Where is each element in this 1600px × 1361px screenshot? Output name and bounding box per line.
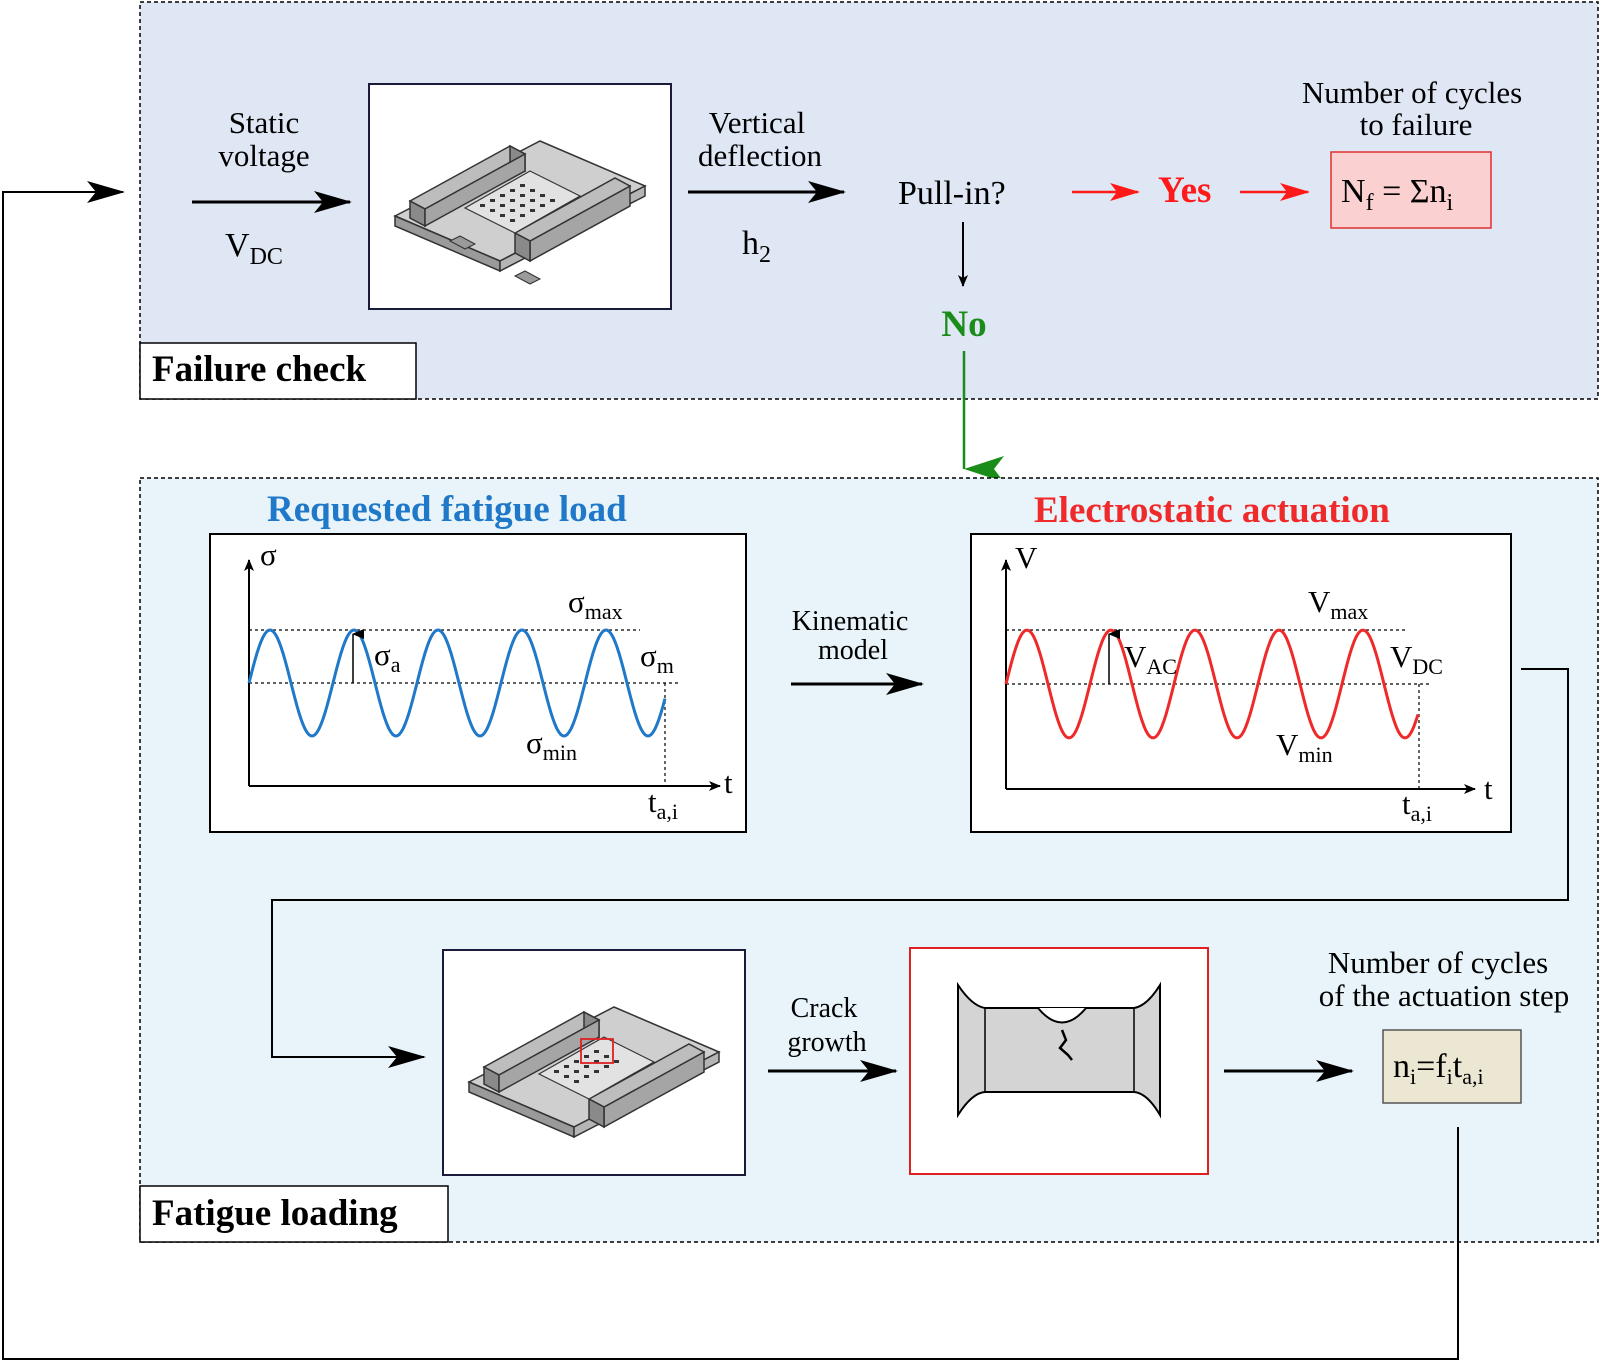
stress-y-label: σ (260, 537, 277, 572)
vdc-symbol: VDC (225, 227, 283, 270)
step-cycles-label: Number of cycles (1328, 945, 1548, 980)
cracked-specimen-illustration (957, 981, 1161, 1119)
feedback-loop-connector (2, 181, 1459, 1360)
ni-formula: ni=fita,i (1393, 1048, 1484, 1089)
loaded-mems-device-illustration (467, 1006, 721, 1139)
sigma-m-label: σm (640, 638, 674, 678)
voltage-plot-box (970, 533, 1512, 833)
sigma-a-label: σa (374, 637, 401, 677)
voltage-y-label: V (1015, 540, 1038, 575)
static-voltage-label: Static (229, 105, 300, 140)
actuation-to-device-connector (271, 668, 1569, 1068)
nf-formula-box (1330, 151, 1492, 229)
kinematic-label: Kinematic (792, 606, 909, 637)
electrostatic-actuation-title: Electrostatic actuation (1034, 490, 1390, 531)
cycles-to-failure-label: Number of cycles (1302, 75, 1522, 110)
sigma-max-label: σmax (568, 584, 623, 624)
vertical-deflection-label: Vertical (709, 105, 805, 140)
yes-label: Yes (1158, 170, 1211, 211)
voltage-wave (1004, 628, 1420, 740)
stress-t-end-label: ta,i (648, 784, 678, 824)
v-max-label: Vmax (1308, 584, 1368, 624)
ni-formula-box (1382, 1029, 1522, 1104)
static-voltage-label-2: voltage (218, 138, 309, 173)
voltage-x-label: t (1484, 771, 1493, 806)
failure-check-label: Failure check (152, 349, 367, 390)
voltage-t-end-label: ta,i (1402, 786, 1432, 826)
crack-location-marker (580, 1038, 614, 1064)
vertical-deflection-label-2: deflection (698, 138, 822, 173)
no-label: No (941, 304, 986, 345)
mems-device-illustration (393, 140, 647, 285)
fatigue-loading-label-box (139, 1185, 449, 1243)
crack-growth-label-2: growth (787, 1027, 866, 1058)
pull-in-question: Pull-in? (898, 175, 1006, 212)
step-cycles-label-2: of the actuation step (1319, 978, 1570, 1013)
requested-fatigue-load-title: Requested fatigue load (267, 489, 627, 530)
crack-growth-label: Crack (791, 993, 858, 1024)
kinematic-label-2: model (818, 635, 888, 666)
v-ac-label: VAC (1124, 639, 1177, 679)
stress-x-label: t (724, 765, 733, 800)
stress-wave (247, 628, 667, 738)
sigma-min-label: σmin (526, 725, 577, 765)
v-min-label: Vmin (1276, 727, 1333, 767)
h2-symbol: h2 (742, 225, 771, 268)
cycles-to-failure-label-2: to failure (1360, 107, 1473, 142)
fatigue-loading-label: Fatigue loading (152, 1193, 398, 1234)
nf-formula: Nf = Σni (1341, 173, 1454, 216)
v-dc-label: VDC (1390, 639, 1443, 679)
failure-check-label-box (139, 342, 417, 400)
